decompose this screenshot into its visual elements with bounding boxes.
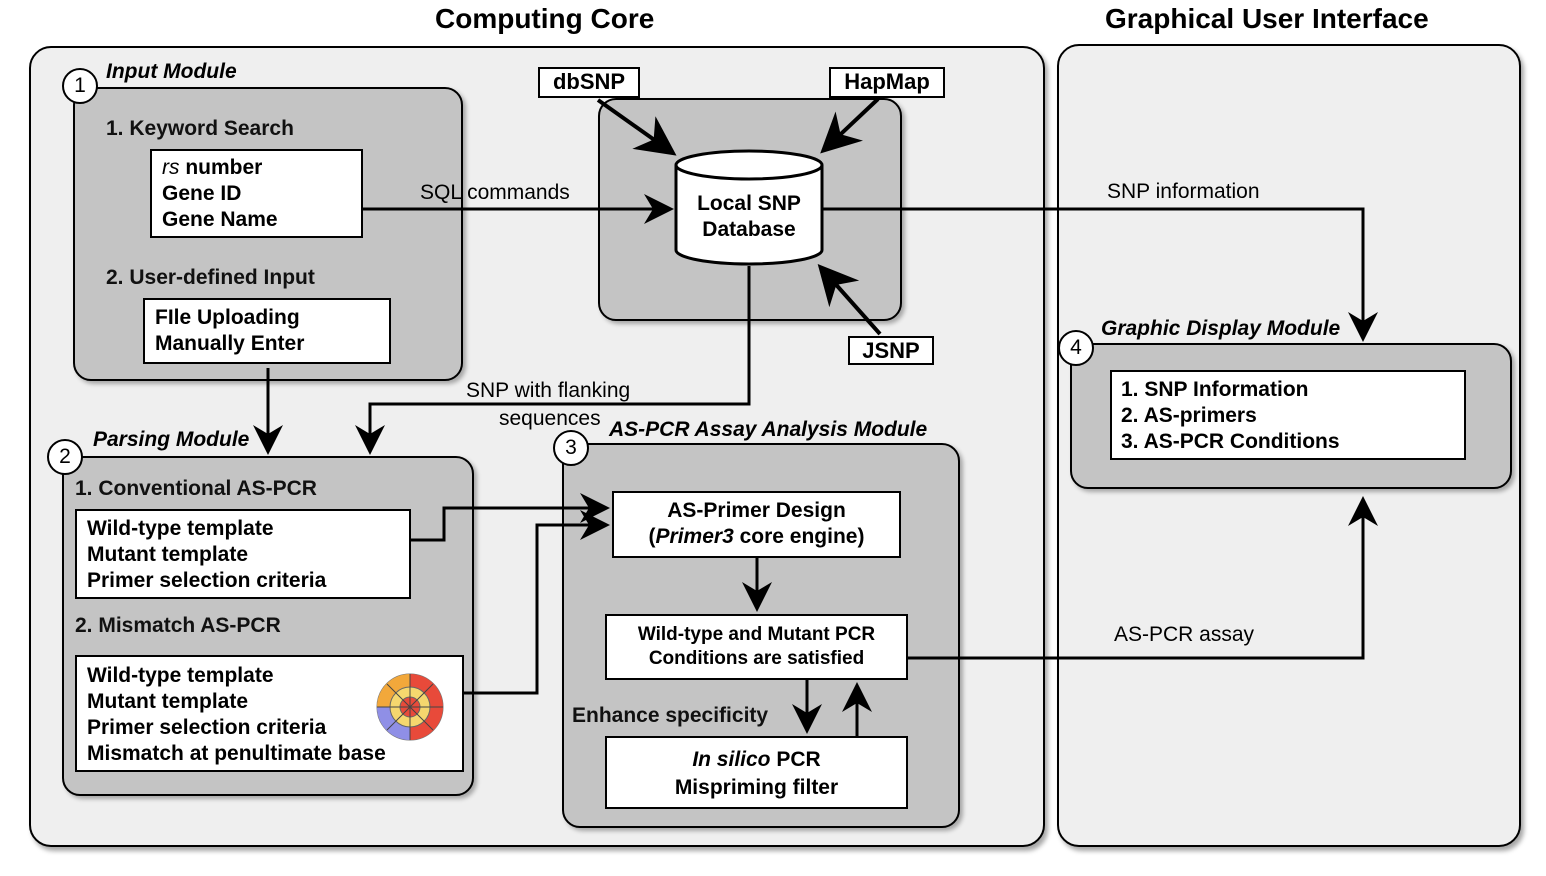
primer-wheel-icon xyxy=(376,673,444,741)
dbsnp-arrow xyxy=(596,98,677,156)
conventional-item-1: Wild-type template xyxy=(87,517,274,540)
input-module-title: Input Module xyxy=(106,60,237,83)
hapmap-arrow xyxy=(820,97,880,154)
pcr-conditions-line1: Wild-type and Mutant PCR xyxy=(637,624,876,645)
flanking-sequences-arrow xyxy=(355,266,751,455)
pcr-conditions-box: Wild-type and Mutant PCR Conditions are … xyxy=(605,614,908,680)
primer3-engine-text: (Primer3 core engine) xyxy=(648,525,865,548)
mispriming-filter-text: Mispriming filter xyxy=(674,776,839,799)
database-label-line2: Database xyxy=(702,218,795,241)
keyword-search-label: 1. Keyword Search xyxy=(106,117,294,140)
display-module-number: 4 xyxy=(1058,330,1094,366)
snp-information-arrow xyxy=(822,207,1378,342)
pcr-conditions-line2: Conditions are satisfied xyxy=(648,648,865,669)
conventional-aspcr-box: Wild-type template Mutant template Prime… xyxy=(75,509,411,599)
assay-module-number: 3 xyxy=(553,430,589,466)
parsing-module-number: 2 xyxy=(47,439,83,475)
database-label-line1: Local SNP xyxy=(697,192,801,215)
rs-number-item: rs number xyxy=(162,156,263,179)
user-defined-input-label: 2. User-defined Input xyxy=(106,266,315,289)
gene-name-item: Gene Name xyxy=(162,208,278,231)
primer-design-box: AS-Primer Design (Primer3 core engine) xyxy=(612,491,901,558)
computing-core-title: Computing Core xyxy=(435,3,655,34)
display-item-3: 3. AS-PCR Conditions xyxy=(1121,430,1340,453)
display-module-title: Graphic Display Module xyxy=(1101,317,1341,340)
sql-commands-label: SQL commands xyxy=(420,181,570,204)
flanking-label-line2: sequences xyxy=(499,407,601,430)
mismatch-aspcr-box: Wild-type template Mutant template Prime… xyxy=(75,655,464,772)
dbsnp-source: dbSNP xyxy=(538,67,640,98)
display-items-box: 1. SNP Information 2. AS-primers 3. AS-P… xyxy=(1110,370,1466,460)
conventional-item-3: Primer selection criteria xyxy=(87,569,327,592)
conventional-aspcr-label: 1. Conventional AS-PCR xyxy=(75,477,317,500)
local-snp-database-cylinder: Local SNP Database xyxy=(674,149,824,266)
mismatch-item-3: Primer selection criteria xyxy=(87,716,327,739)
mismatch-item-1: Wild-type template xyxy=(87,664,274,687)
flanking-label-line1: SNP with flanking xyxy=(466,379,630,402)
file-uploading-item: FIle Uploading xyxy=(155,306,300,329)
jsnp-arrow xyxy=(817,264,882,336)
parsing-module-title: Parsing Module xyxy=(93,428,250,451)
display-item-2: 2. AS-primers xyxy=(1121,404,1257,427)
insilico-pcr-text: In silico PCR xyxy=(692,748,821,771)
aspcr-assay-label: AS-PCR assay xyxy=(1114,623,1255,646)
display-item-1: 1. SNP Information xyxy=(1121,378,1309,401)
primer-design-title: AS-Primer Design xyxy=(667,499,846,522)
assay-module-title: AS-PCR Assay Analysis Module xyxy=(609,418,928,441)
aspcr-assay-arrow xyxy=(908,496,1378,660)
gui-title: Graphical User Interface xyxy=(1105,3,1429,34)
gene-id-item: Gene ID xyxy=(162,182,242,205)
mismatch-item-2: Mutant template xyxy=(87,690,249,713)
insilico-pcr-box: In silico PCR Mispriming filter xyxy=(605,736,908,809)
manually-enter-item: Manually Enter xyxy=(155,332,305,355)
jsnp-source: JSNP xyxy=(848,336,934,365)
hapmap-source: HapMap xyxy=(829,67,945,98)
mismatch-aspcr-label: 2. Mismatch AS-PCR xyxy=(75,614,281,637)
conventional-item-2: Mutant template xyxy=(87,543,249,566)
mismatch-item-4: Mismatch at penultimate base xyxy=(87,742,386,765)
user-defined-input-box: FIle Uploading Manually Enter xyxy=(143,298,391,364)
input-module-number: 1 xyxy=(62,68,98,104)
snp-information-label: SNP information xyxy=(1107,180,1260,203)
mismatch-to-primer-arrow xyxy=(464,510,610,695)
conventional-to-primer-arrow xyxy=(411,493,610,542)
enhance-specificity-label: Enhance specificity xyxy=(572,704,769,727)
keyword-search-box: rs number Gene ID Gene Name xyxy=(150,149,363,238)
